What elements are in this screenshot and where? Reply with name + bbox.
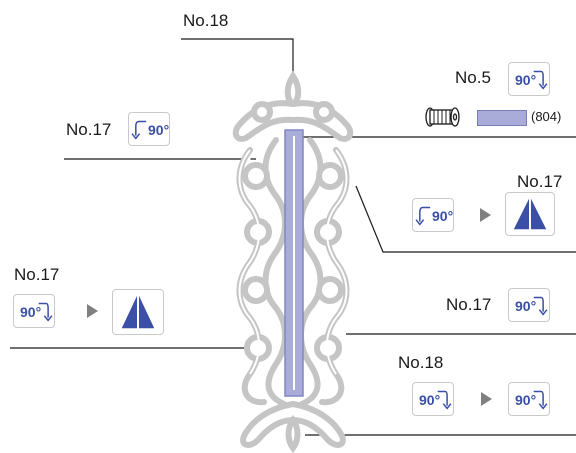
mirror-horizontal-icon <box>121 293 155 331</box>
rotate-90-clockwise-icon <box>437 390 452 410</box>
thread-color-swatch <box>477 110 527 126</box>
rotate-90-cw-key[interactable]: 90° <box>13 294 55 328</box>
rotate-90-cw-key[interactable]: 90° <box>508 288 550 322</box>
label-no5: No.5 <box>455 68 491 87</box>
rotate-90-clockwise-icon <box>38 302 53 322</box>
next-step-arrow-icon <box>87 304 98 318</box>
label-right-no17: No.17 <box>517 172 563 191</box>
label-bottom-no18: No.18 <box>398 353 444 372</box>
label-left-mid-no17: No.17 <box>14 265 60 284</box>
label-left-no17: No.17 <box>66 120 112 139</box>
leader-right-no17 <box>355 185 576 253</box>
rotate-90-cw-key[interactable]: 90° <box>412 382 454 416</box>
rotate-90-cw-key[interactable]: 90° <box>508 62 550 96</box>
mirror-key[interactable] <box>505 192 555 236</box>
rotate-90-clockwise-icon <box>533 70 548 90</box>
leader-top-no18 <box>181 38 294 80</box>
rotate-90-ccw-key[interactable]: 90° <box>412 198 454 232</box>
next-step-arrow-icon <box>481 392 492 406</box>
mirror-key[interactable] <box>112 289 164 335</box>
label-right-mid-no17: No.17 <box>446 295 492 314</box>
thread-spool-icon <box>425 107 460 127</box>
next-step-arrow-icon <box>480 208 491 222</box>
label-top-no18: No.18 <box>183 11 229 30</box>
rotate-90-clockwise-icon <box>533 296 548 316</box>
rotate-90-counterclockwise-icon <box>131 120 147 140</box>
mirror-horizontal-icon <box>513 196 547 232</box>
thread-code: (804) <box>531 109 562 124</box>
rotate-90-clockwise-icon <box>533 390 548 410</box>
rotate-90-cw-key[interactable]: 90° <box>508 382 550 416</box>
rotate-90-ccw-key[interactable]: 90° <box>128 112 170 146</box>
rotate-90-counterclockwise-icon <box>415 206 431 226</box>
